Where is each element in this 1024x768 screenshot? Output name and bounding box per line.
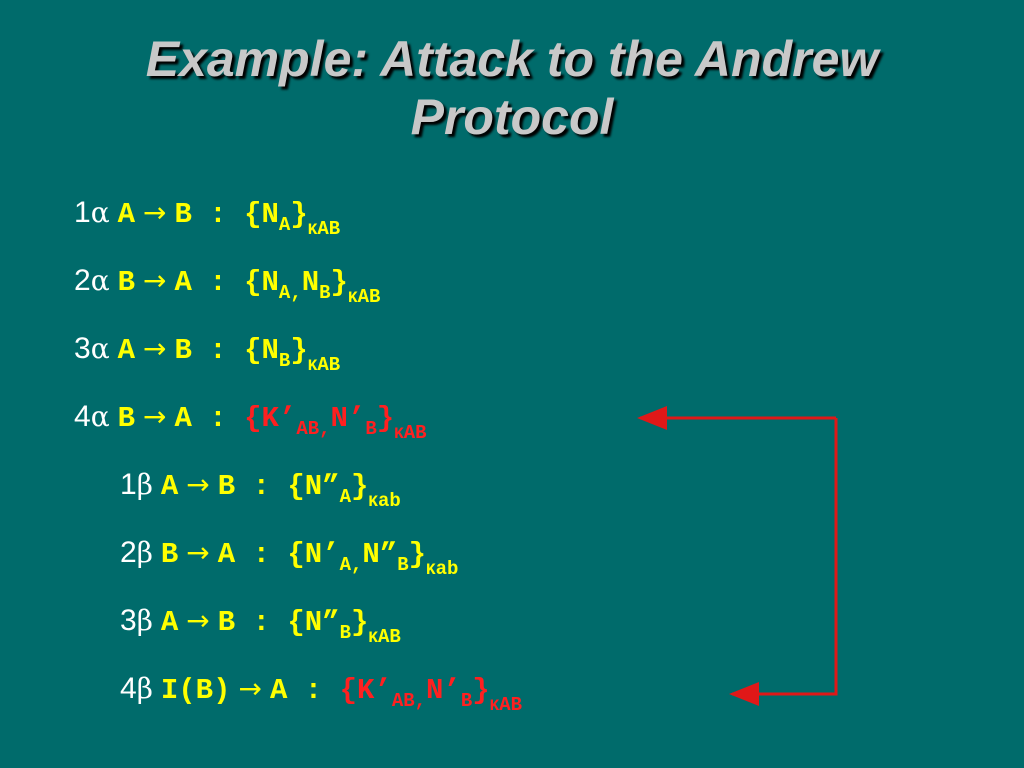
sender: I(B): [160, 674, 231, 707]
right-arrow-icon: →: [143, 400, 167, 433]
receiver: A: [174, 266, 192, 299]
protocol-step-1-beta: 1β A→B : {N”A}Kab: [120, 468, 401, 524]
sender: A: [117, 334, 136, 367]
right-arrow-icon: →: [143, 332, 167, 365]
encryption-key: KAB: [368, 626, 401, 648]
sender: A: [117, 198, 136, 231]
step-message: B→A : {K’AB,N’B}KAB: [117, 400, 427, 444]
step-label: 2α: [74, 264, 110, 297]
sender: A: [160, 470, 179, 503]
step-label: 3β: [120, 604, 153, 637]
step-message: B→A : {N’A,N”B}Kab: [160, 536, 459, 580]
protocol-step-4-alpha: 4α B→A : {K’AB,N’B}KAB: [74, 400, 427, 456]
step-label: 1α: [74, 196, 110, 229]
receiver: B: [174, 334, 192, 367]
right-arrow-icon: →: [143, 196, 167, 229]
encryption-key: Kab: [426, 558, 459, 580]
step-message: B→A : {NA,NB}KAB: [117, 264, 381, 308]
title-line-2: Protocol: [410, 89, 614, 145]
protocol-step-2-alpha: 2α B→A : {NA,NB}KAB: [74, 264, 380, 320]
encryption-key: KAB: [307, 354, 341, 376]
right-arrow-icon: →: [238, 672, 262, 705]
replayed-message: {K’AB,N’B}KAB: [339, 674, 523, 716]
encryption-key: KAB: [307, 218, 341, 240]
step-message: A→B : {NB}KAB: [117, 332, 341, 376]
slide-title: Example: Attack to the Andrew Protocol: [0, 30, 1024, 146]
encryption-key: KAB: [489, 694, 523, 716]
receiver: B: [174, 198, 192, 231]
right-arrow-icon: →: [186, 468, 210, 501]
encryption-key: Kab: [368, 490, 401, 512]
encryption-key: KAB: [394, 422, 427, 444]
receiver: B: [217, 606, 236, 639]
replayed-message: {K’AB,N’B}KAB: [244, 402, 427, 444]
step-label: 3α: [74, 332, 110, 365]
step-label: 1β: [120, 468, 153, 501]
step-message: A→B : {N”A}Kab: [160, 468, 401, 512]
protocol-step-3-alpha: 3α A→B : {NB}KAB: [74, 332, 340, 388]
connector-bracket: [729, 418, 838, 706]
step-label: 4α: [74, 400, 110, 433]
right-arrow-icon: →: [186, 536, 210, 569]
protocol-step-3-beta: 3β A→B : {N”B}KAB: [120, 604, 401, 660]
protocol-step-2-beta: 2β B→A : {N’A,N”B}Kab: [120, 536, 458, 592]
step-label: 2β: [120, 536, 153, 569]
sender: A: [160, 606, 179, 639]
step-message: A→B : {N”B}KAB: [160, 604, 401, 648]
step-message: I(B)→A : {K’AB,N’B}KAB: [160, 672, 523, 716]
right-arrow-icon: →: [186, 604, 210, 637]
receiver: A: [269, 674, 288, 707]
receiver: A: [217, 538, 236, 571]
title-line-1: Example: Attack to the Andrew: [145, 31, 879, 87]
receiver: B: [217, 470, 236, 503]
sender: B: [117, 266, 136, 299]
receiver: A: [174, 402, 192, 435]
protocol-step-1-alpha: 1α A→B : {NA}KAB: [74, 196, 340, 252]
sender: B: [117, 402, 136, 435]
encryption-key: KAB: [347, 286, 381, 308]
sender: B: [160, 538, 179, 571]
step-message: A→B : {NA}KAB: [117, 196, 341, 240]
right-arrow-icon: →: [143, 264, 167, 297]
step-label: 4β: [120, 672, 153, 705]
protocol-step-4-beta: 4β I(B)→A : {K’AB,N’B}KAB: [120, 672, 522, 728]
